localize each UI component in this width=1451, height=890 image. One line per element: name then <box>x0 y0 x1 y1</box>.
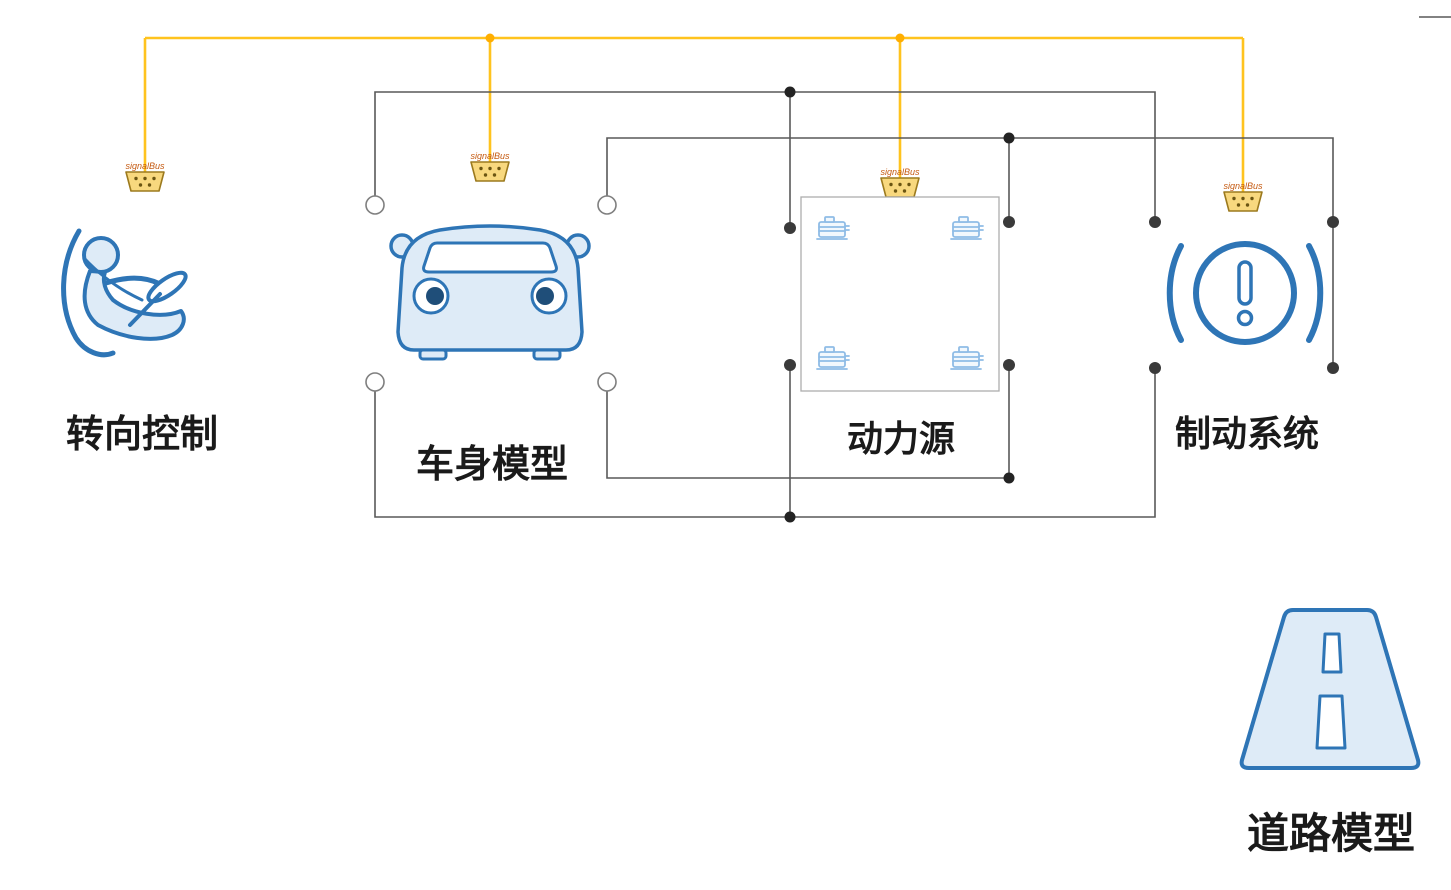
signal-wires <box>374 91 1334 518</box>
wire-bottom-outer <box>374 368 1156 518</box>
power-source-box[interactable] <box>800 196 1000 392</box>
port-dot <box>784 359 796 371</box>
wire-junctions <box>784 86 1015 523</box>
open-port[interactable] <box>365 195 385 215</box>
road-dash-top <box>1321 632 1343 674</box>
bus-connector-icon <box>470 161 510 182</box>
bus-connector-icon <box>125 171 165 192</box>
label-steering-control: 转向控制 <box>65 414 219 456</box>
label-power-source: 动力源 <box>846 418 956 459</box>
driver-arm <box>103 275 163 287</box>
open-port[interactable] <box>597 372 617 392</box>
car-headlight-right-inner <box>536 287 554 305</box>
car-body-icon[interactable] <box>389 224 591 361</box>
bus-junction-dot <box>895 33 905 43</box>
open-port[interactable] <box>597 195 617 215</box>
signalbus-label: signalBus <box>880 167 920 177</box>
signal-bus-wire <box>143 33 1245 192</box>
driver-head <box>82 236 120 274</box>
wire-top-inner <box>606 137 1334 368</box>
signalbus-connector-power[interactable]: signalBus <box>880 167 920 198</box>
signalbus-connector-steering[interactable]: signalBus <box>125 161 165 192</box>
car-windshield <box>422 241 558 274</box>
bus-connector-icon <box>880 177 920 198</box>
wire-bottom-inner <box>606 365 1010 479</box>
port-dot <box>784 222 796 234</box>
driver-body-shape <box>82 269 186 341</box>
junction-dot <box>784 86 796 98</box>
car-headlight-left-inner <box>426 287 444 305</box>
brake-exclamation-dot <box>1236 309 1254 327</box>
brake-arc-right <box>1306 243 1324 343</box>
junction-dot <box>1003 132 1015 144</box>
road-icon[interactable] <box>1239 608 1421 770</box>
connected-ports <box>784 216 1339 374</box>
wire-top-outer <box>374 91 1156 222</box>
bus-connector-icon <box>1223 191 1263 212</box>
label-body-model: 车身模型 <box>415 444 569 486</box>
seat-back-shape <box>61 228 116 358</box>
port-dot <box>1149 216 1161 228</box>
steering-driver-icon[interactable] <box>61 228 190 358</box>
bus-junction-dot <box>485 33 495 43</box>
label-road-model: 道路模型 <box>1246 810 1416 857</box>
steering-column <box>128 292 162 327</box>
signalbus-label: signalBus <box>1223 181 1263 191</box>
brake-exclamation-bar <box>1237 260 1253 306</box>
brake-warning-icon[interactable] <box>1166 241 1324 345</box>
car-wheel-right <box>532 348 562 361</box>
open-ports <box>365 195 617 392</box>
signalbus-connector-body[interactable]: signalBus <box>470 151 510 182</box>
car-wheel-left <box>418 348 448 361</box>
junction-dot <box>1003 472 1015 484</box>
port-dot <box>1149 362 1161 374</box>
brake-arc-left <box>1166 243 1184 343</box>
signalbus-connector-brake[interactable]: signalBus <box>1223 181 1263 212</box>
label-brake-system: 制动系统 <box>1174 413 1320 454</box>
port-dot <box>1003 359 1015 371</box>
road-surface <box>1239 608 1421 770</box>
port-dot <box>1327 362 1339 374</box>
open-port[interactable] <box>365 372 385 392</box>
road-dash-bottom <box>1315 694 1347 750</box>
signalbus-label: signalBus <box>125 161 165 171</box>
port-dot <box>1327 216 1339 228</box>
port-dot <box>1003 216 1015 228</box>
junction-dot <box>784 511 796 523</box>
signalbus-label: signalBus <box>470 151 510 161</box>
